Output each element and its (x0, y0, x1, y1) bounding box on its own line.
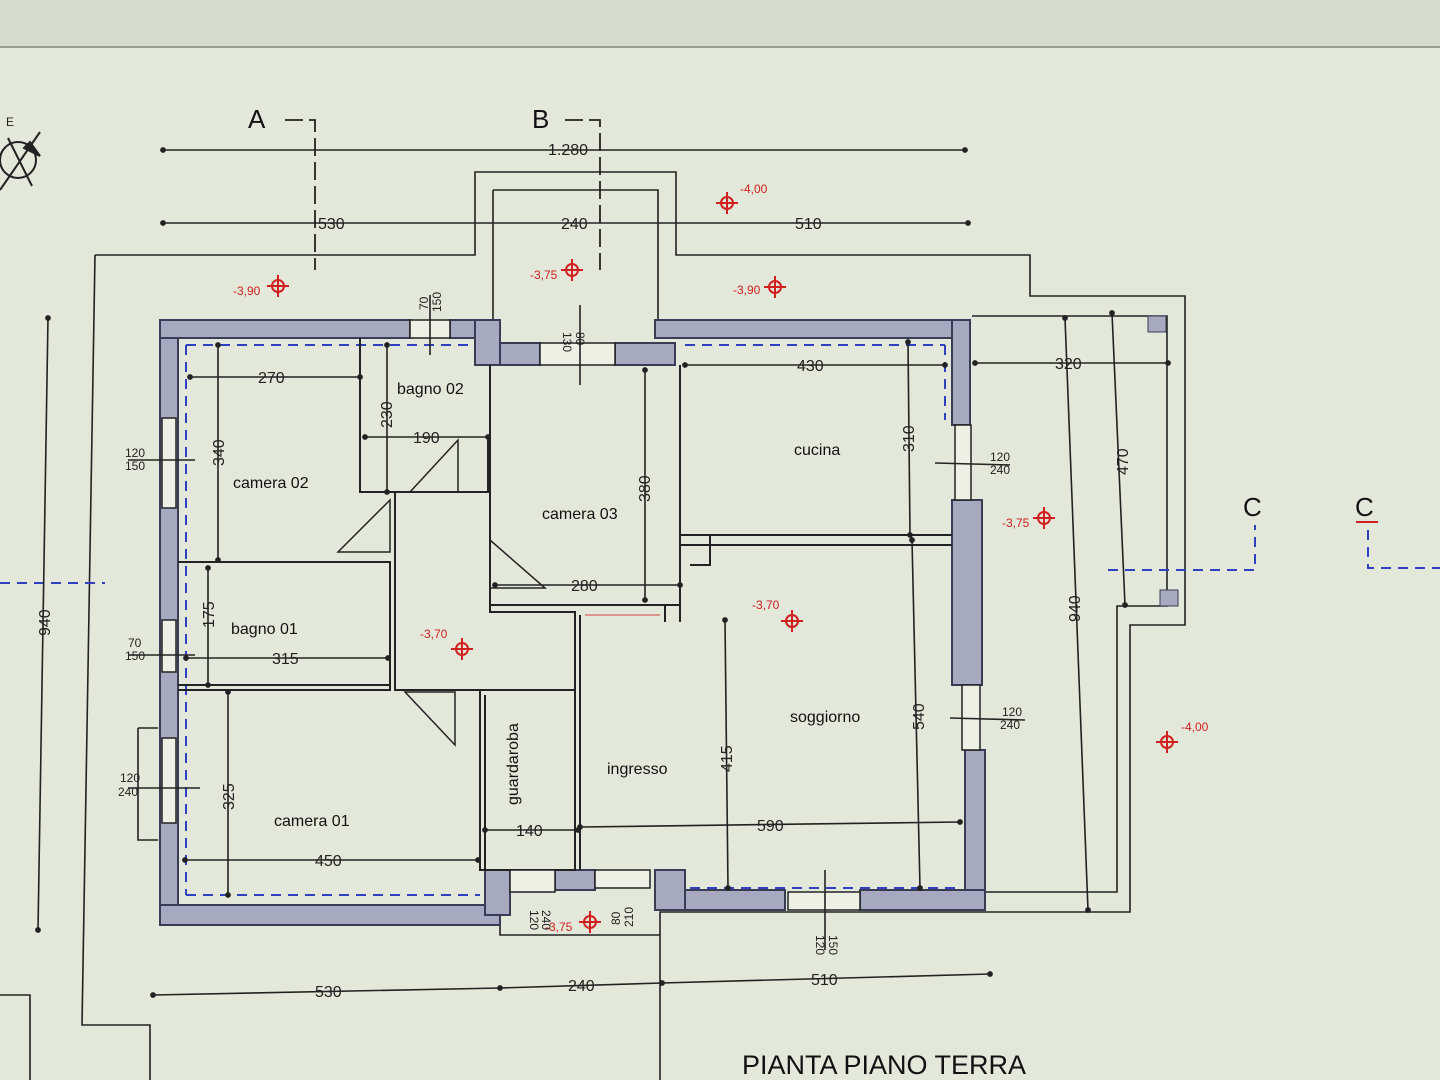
dim-camera03-w: 280 (571, 578, 598, 595)
dim-right-height: 940 (1067, 595, 1084, 622)
dim-camera02-h: 340 (211, 439, 228, 466)
opening-label: 120 (125, 446, 145, 460)
room-label-camera-03: camera 03 (542, 506, 618, 523)
opening-label: 120 (990, 450, 1010, 464)
level-label: -4,00 (1181, 720, 1209, 734)
opening-label: 120 (527, 910, 541, 930)
porch-outline (493, 189, 659, 320)
dim-camera01-h: 325 (221, 783, 238, 810)
compass-label: E (6, 115, 14, 129)
partitions (178, 338, 952, 871)
opening-label: 80 (573, 332, 587, 346)
opening-label: 240 (990, 463, 1010, 477)
room-label-soggiorno: soggiorno (790, 709, 860, 726)
dim-top-right: 510 (795, 216, 822, 233)
dim-bagno01-w: 315 (272, 651, 299, 668)
dim-portico-h: 470 (1115, 448, 1132, 475)
bottom-step-outline (499, 900, 660, 936)
door-swings (336, 438, 547, 747)
terrace-pillar (1159, 589, 1179, 607)
section-label-c-left: C (1243, 492, 1262, 522)
section-label-c-right: C (1355, 492, 1374, 522)
level-label: -3,75 (1002, 516, 1030, 530)
dim-bottom-right: 510 (811, 972, 838, 989)
dim-guardaroba-w: 140 (516, 823, 543, 840)
opening-label: 120 (813, 935, 827, 955)
opening-label: 70 (128, 636, 142, 650)
room-label-camera-01: camera 01 (274, 813, 350, 830)
opening-label: 70 (417, 296, 431, 310)
level-label: -3,75 (545, 920, 573, 934)
walls (159, 319, 986, 926)
dim-ingresso-h: 415 (719, 745, 736, 772)
inner-dashed-lines (185, 344, 960, 896)
dim-soggiorno-h: 540 (911, 703, 928, 730)
room-label-bagno-02: bagno 02 (397, 381, 464, 398)
opening-label: 130 (560, 332, 574, 352)
level-label: -3,90 (733, 283, 761, 297)
site-outline (95, 171, 1186, 1080)
opening-label: 150 (826, 935, 840, 955)
section-label-b: B (532, 104, 549, 134)
dim-top-left: 530 (318, 216, 345, 233)
dim-bagno02-w: 190 (413, 430, 440, 447)
level-marker-icons (267, 192, 1178, 933)
opening-label: 120 (120, 771, 140, 785)
section-label-a: A (248, 104, 266, 134)
level-label: -3,90 (233, 284, 261, 298)
room-label-guardaroba: guardaroba (505, 723, 522, 805)
opening-label: 150 (125, 459, 145, 473)
left-bottom-corner (0, 994, 31, 1080)
level-label: -4,00 (740, 182, 768, 196)
opening-label: 210 (622, 907, 636, 927)
dim-cucina-w: 430 (797, 358, 824, 375)
opening-label: 150 (430, 292, 444, 312)
dim-portico-w: 320 (1055, 356, 1082, 373)
dim-top-overall: 1.280 (548, 142, 588, 159)
opening-label: 80 (609, 911, 623, 925)
terrace-pillar (1147, 315, 1167, 333)
opening-label: 240 (118, 785, 138, 799)
dim-bottom-mid: 240 (568, 978, 595, 995)
room-label-bagno-01: bagno 01 (231, 621, 298, 638)
opening-label: 120 (1002, 705, 1022, 719)
level-label: -3,75 (530, 268, 558, 282)
dimension-lines (35, 147, 1171, 998)
room-label-cucina: cucina (794, 442, 840, 459)
level-label: -3,70 (420, 627, 448, 641)
opening-label: 240 (539, 910, 553, 930)
plan-title: PIANTA PIANO TERRA (742, 1050, 1026, 1080)
room-label-ingresso: ingresso (607, 761, 668, 778)
dim-soggiorno-w: 590 (757, 818, 784, 835)
dim-cucina-h: 310 (901, 425, 918, 452)
dim-left-height: 940 (37, 609, 54, 636)
dim-camera03-h: 380 (637, 475, 654, 502)
window-frames (161, 319, 981, 911)
dim-top-mid: 240 (561, 216, 588, 233)
dim-bagno01-h: 175 (201, 601, 218, 628)
sill-line (137, 727, 158, 841)
monitor-bezel (0, 0, 1440, 48)
room-label-camera-02: camera 02 (233, 475, 309, 492)
dim-bottom-left: 530 (315, 984, 342, 1001)
dim-camera01-w: 450 (315, 853, 342, 870)
level-label: -3,70 (752, 598, 780, 612)
site-outline-left (81, 254, 151, 1080)
section-markers (0, 119, 1440, 584)
opening-label: 150 (125, 649, 145, 663)
dim-camera02-w: 270 (258, 370, 285, 387)
compass-icon (0, 131, 41, 191)
opening-label: 240 (1000, 718, 1020, 732)
east-terrace-line (972, 315, 1168, 893)
dim-bagno02-h: 230 (379, 401, 396, 428)
